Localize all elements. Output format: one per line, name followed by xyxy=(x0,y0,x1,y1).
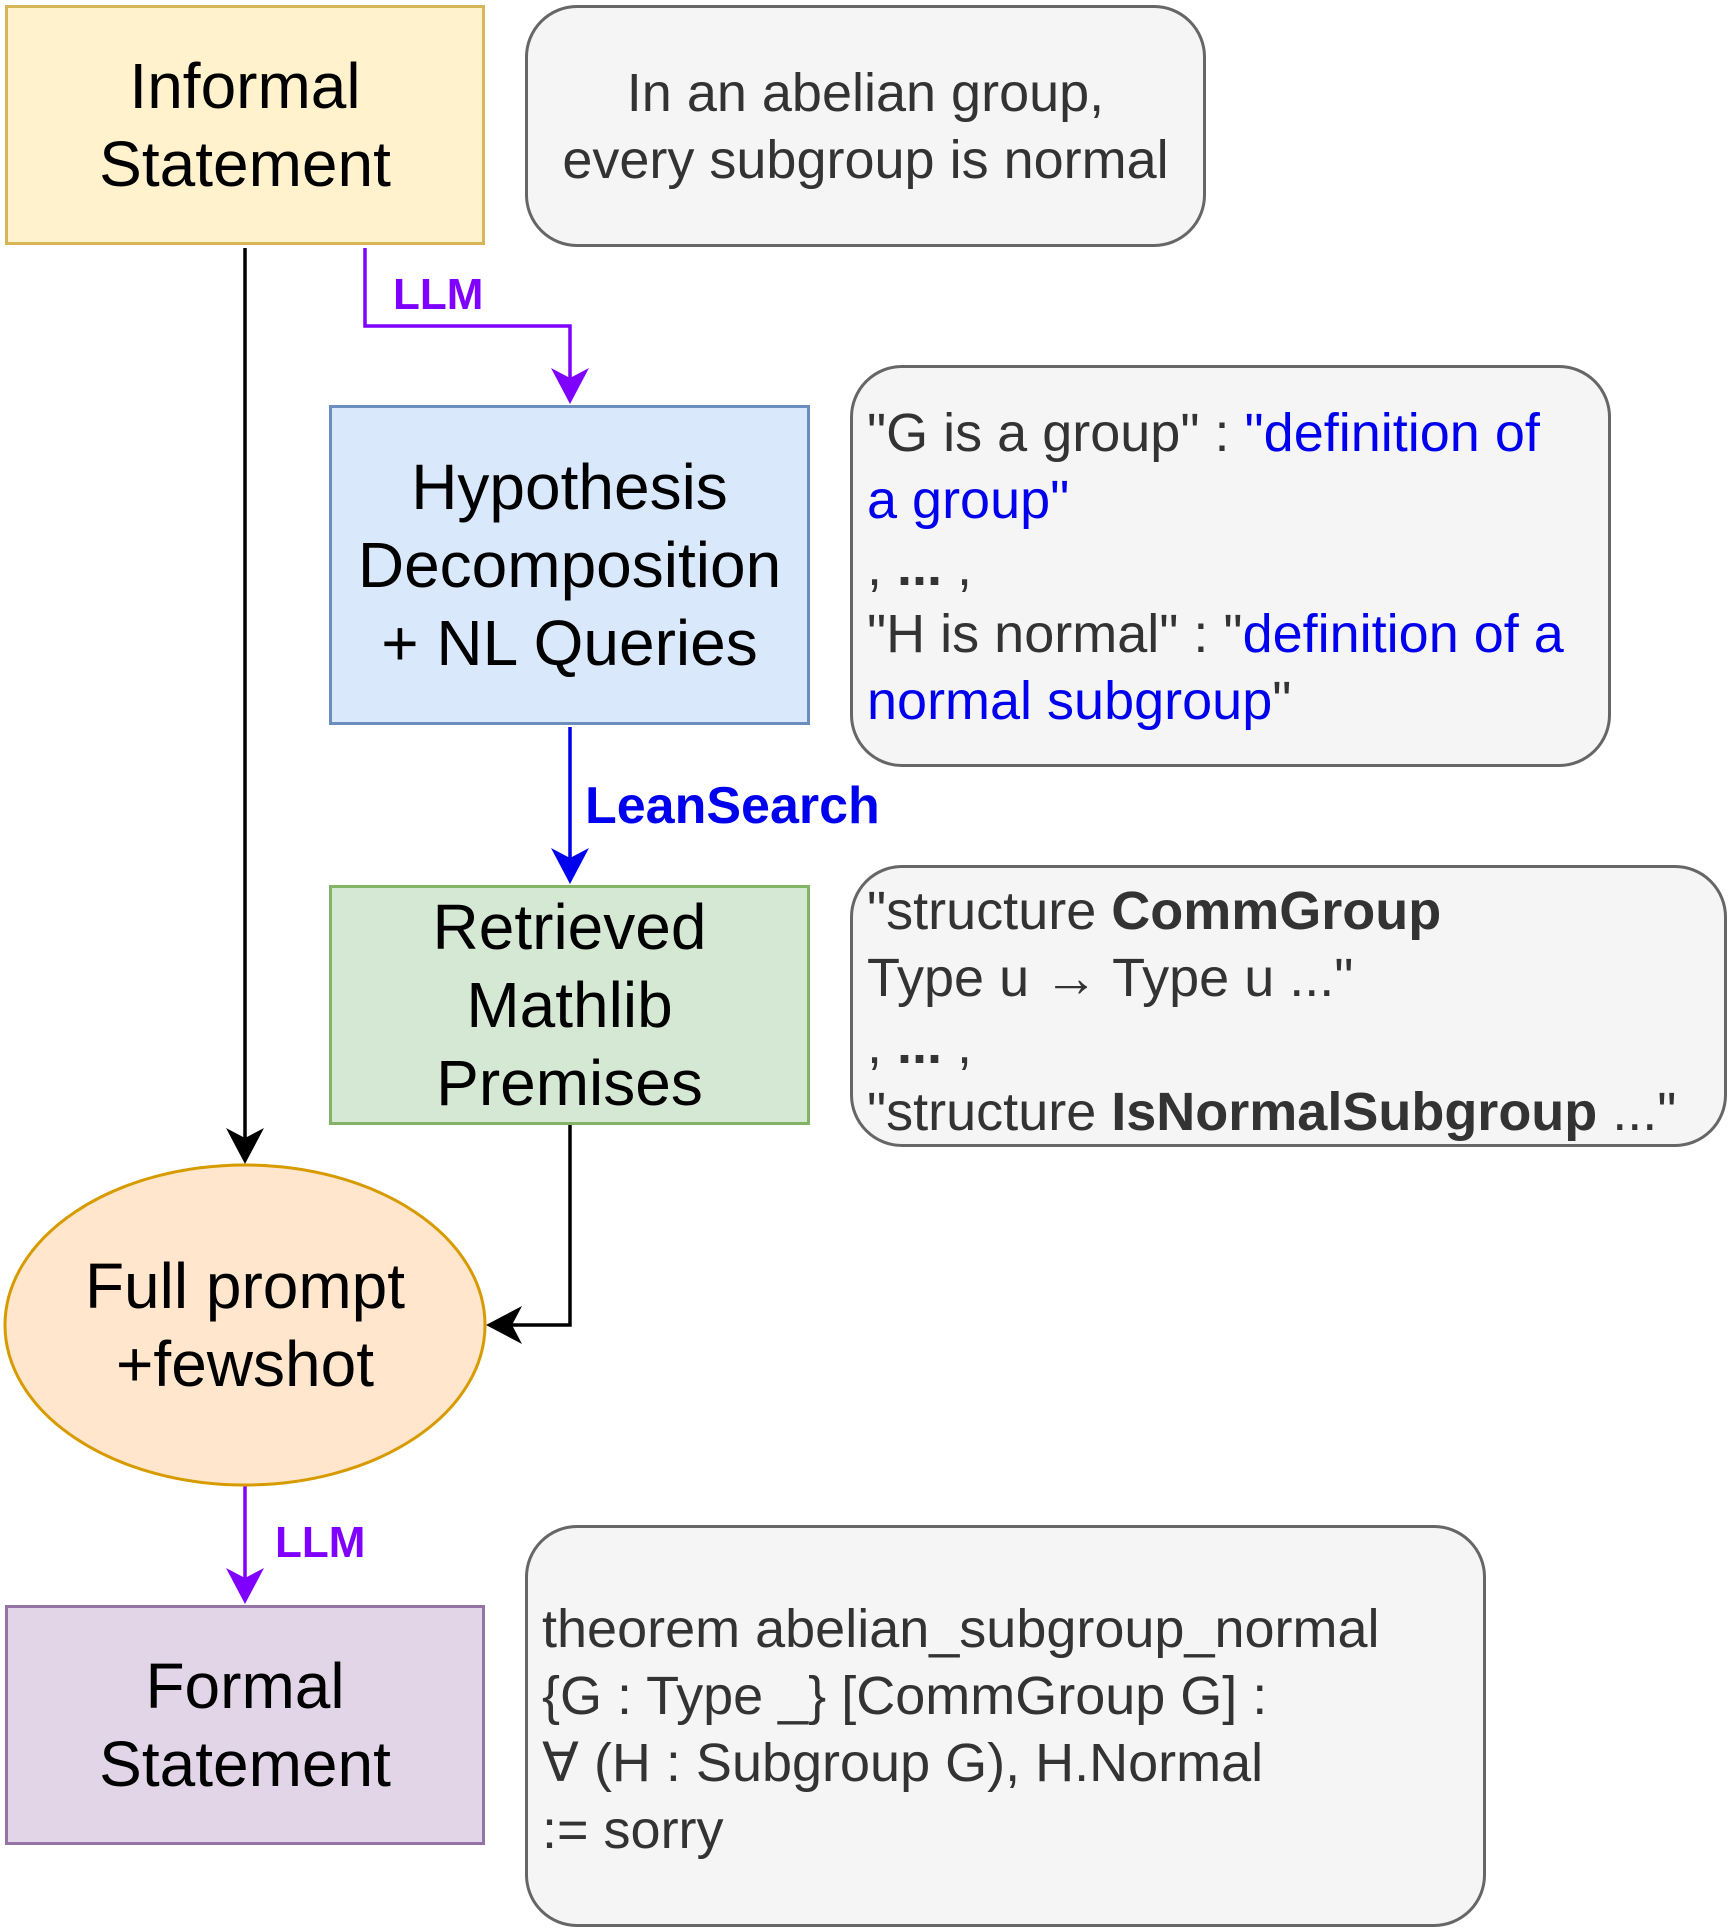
query-1-text: "definition of xyxy=(1244,403,1540,463)
premise-1-line: "structure CommGroup xyxy=(867,878,1724,945)
premise-ellipsis: ... xyxy=(897,1015,943,1075)
llm-edge-label-bottom: LLM xyxy=(275,1518,366,1567)
premise-2-suffix: ..." xyxy=(1597,1082,1677,1142)
edge-retrieved-to-prompt xyxy=(486,1125,572,1344)
separator-comma-2: , xyxy=(942,537,973,597)
retrieved-premises-node: Retrieved Mathlib Premises xyxy=(329,885,810,1125)
premise-1-prefix: "structure xyxy=(867,881,1112,941)
llm-edge-label-top: LLM xyxy=(393,270,484,319)
edge-informal-to-prompt xyxy=(226,248,264,1164)
hypothesis-decomposition-label: Hypothesis Decomposition + NL Queries xyxy=(357,451,782,679)
query-separator-line: , ... , xyxy=(867,534,1608,601)
separator-comma: , xyxy=(867,537,898,597)
retrieved-premises-label: Retrieved Mathlib Premises xyxy=(432,891,707,1119)
informal-example-line-1: In an abelian group, xyxy=(626,63,1105,123)
full-prompt-node: Full prompt +fewshot xyxy=(5,1165,485,1485)
edge-llm-prompt-to-formal xyxy=(226,1485,264,1604)
leansearch-edge-label: LeanSearch xyxy=(585,777,880,835)
hypothesis-1-text: "G is a group" : xyxy=(867,403,1245,463)
formal-example-line-3: ∀ (H : Subgroup G), H.Normal xyxy=(542,1733,1264,1793)
premise-2-name: IsNormalSubgroup xyxy=(1111,1082,1598,1142)
premises-note: "structure CommGroup Type u → Type u ...… xyxy=(850,865,1727,1147)
premise-separator-comma-2: , xyxy=(942,1015,973,1075)
formal-example-note: theorem abelian_subgroup_normal {G : Typ… xyxy=(525,1525,1486,1927)
prompt-node-shape xyxy=(3,1163,487,1487)
ellipsis-text: ... xyxy=(897,537,943,597)
informal-example-note: In an abelian group, every subgroup is n… xyxy=(525,5,1206,247)
informal-statement-node: Informal Statement xyxy=(5,5,485,245)
nl-queries-note: "G is a group" : "definition of a group"… xyxy=(850,365,1611,767)
query-line-1: "G is a group" : "definition of xyxy=(867,400,1608,467)
formal-statement-node: Formal Statement xyxy=(5,1605,485,1845)
informal-example-line-2: every subgroup is normal xyxy=(562,130,1169,190)
premise-separator-line: , ... , xyxy=(867,1012,1724,1079)
premise-2-prefix: "structure xyxy=(867,1082,1112,1142)
query-2-continuation: normal subgroup xyxy=(867,671,1273,731)
query-line-2: "H is normal" : "definition of a xyxy=(867,601,1608,668)
edge-llm-informal-to-hypothesis xyxy=(363,248,589,404)
full-prompt-label: Full prompt +fewshot xyxy=(84,1250,406,1400)
premise-separator-comma: , xyxy=(867,1015,898,1075)
formal-statement-label: Formal Statement xyxy=(99,1650,391,1800)
premise-1-signature: Type u → Type u ..." xyxy=(867,948,1354,1008)
query-2-close-quote: " xyxy=(1272,671,1292,731)
edge-leansearch-hypothesis-to-retrieved xyxy=(551,727,589,884)
hypothesis-decomposition-node: Hypothesis Decomposition + NL Queries xyxy=(329,405,810,725)
query-2-continuation-line: normal subgroup" xyxy=(867,668,1608,735)
formal-example-line-4: := sorry xyxy=(542,1800,724,1860)
query-2-text: definition of a xyxy=(1242,604,1564,664)
hypothesis-2-text: "H is normal" : " xyxy=(867,604,1243,664)
informal-statement-label: Informal Statement xyxy=(99,50,391,200)
query-1-continuation: a group" xyxy=(867,470,1070,530)
formal-example-line-1: theorem abelian_subgroup_normal xyxy=(542,1599,1380,1659)
formal-example-line-2: {G : Type _} [CommGroup G] : xyxy=(542,1666,1268,1726)
premise-1-name: CommGroup xyxy=(1111,881,1442,941)
premise-2-line: "structure IsNormalSubgroup ..." xyxy=(867,1079,1724,1146)
